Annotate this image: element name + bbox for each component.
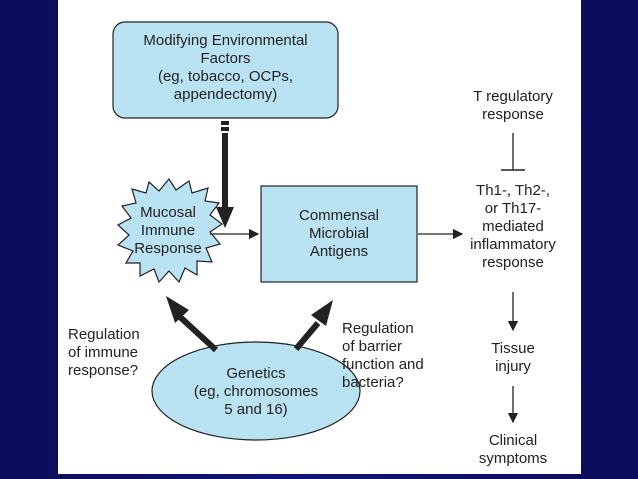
regulation-immune-text: Regulation of immune response? [68, 326, 140, 379]
slide-panel: Modifying Environmental Factors (eg, tob… [58, 0, 581, 474]
env-factors-box [112, 21, 339, 119]
genetics-to-commensal-arrow [293, 300, 333, 351]
mucosal-starburst [116, 177, 224, 284]
env-to-junction-arrow [216, 121, 234, 228]
mucosal-text: Mucosal Immune Response [134, 204, 202, 257]
treg-inhibition-line [501, 133, 525, 171]
commensal-text: Commensal Microbial Antigens [298, 207, 380, 260]
tissue-injury-text: Tissue injury [491, 340, 535, 375]
env-factors-text: Modifying Environmental Factors (eg, tob… [143, 32, 308, 103]
th-response-text: Th1-, Th2-, or Th17- mediated inflammato… [470, 182, 556, 271]
treg-text: T regulatory response [473, 88, 553, 123]
commensal-box [260, 185, 418, 283]
genetics-to-mucosal-arrow [166, 296, 219, 353]
regulation-barrier-text: Regulation of barrier function and bacte… [342, 320, 424, 391]
clinical-symptoms-text: Clinical symptoms [478, 432, 548, 467]
diagram-canvas [112, 21, 525, 441]
genetics-text: Genetics (eg, chromosomes 5 and 16) [193, 365, 319, 418]
genetics-ellipse [151, 341, 361, 441]
